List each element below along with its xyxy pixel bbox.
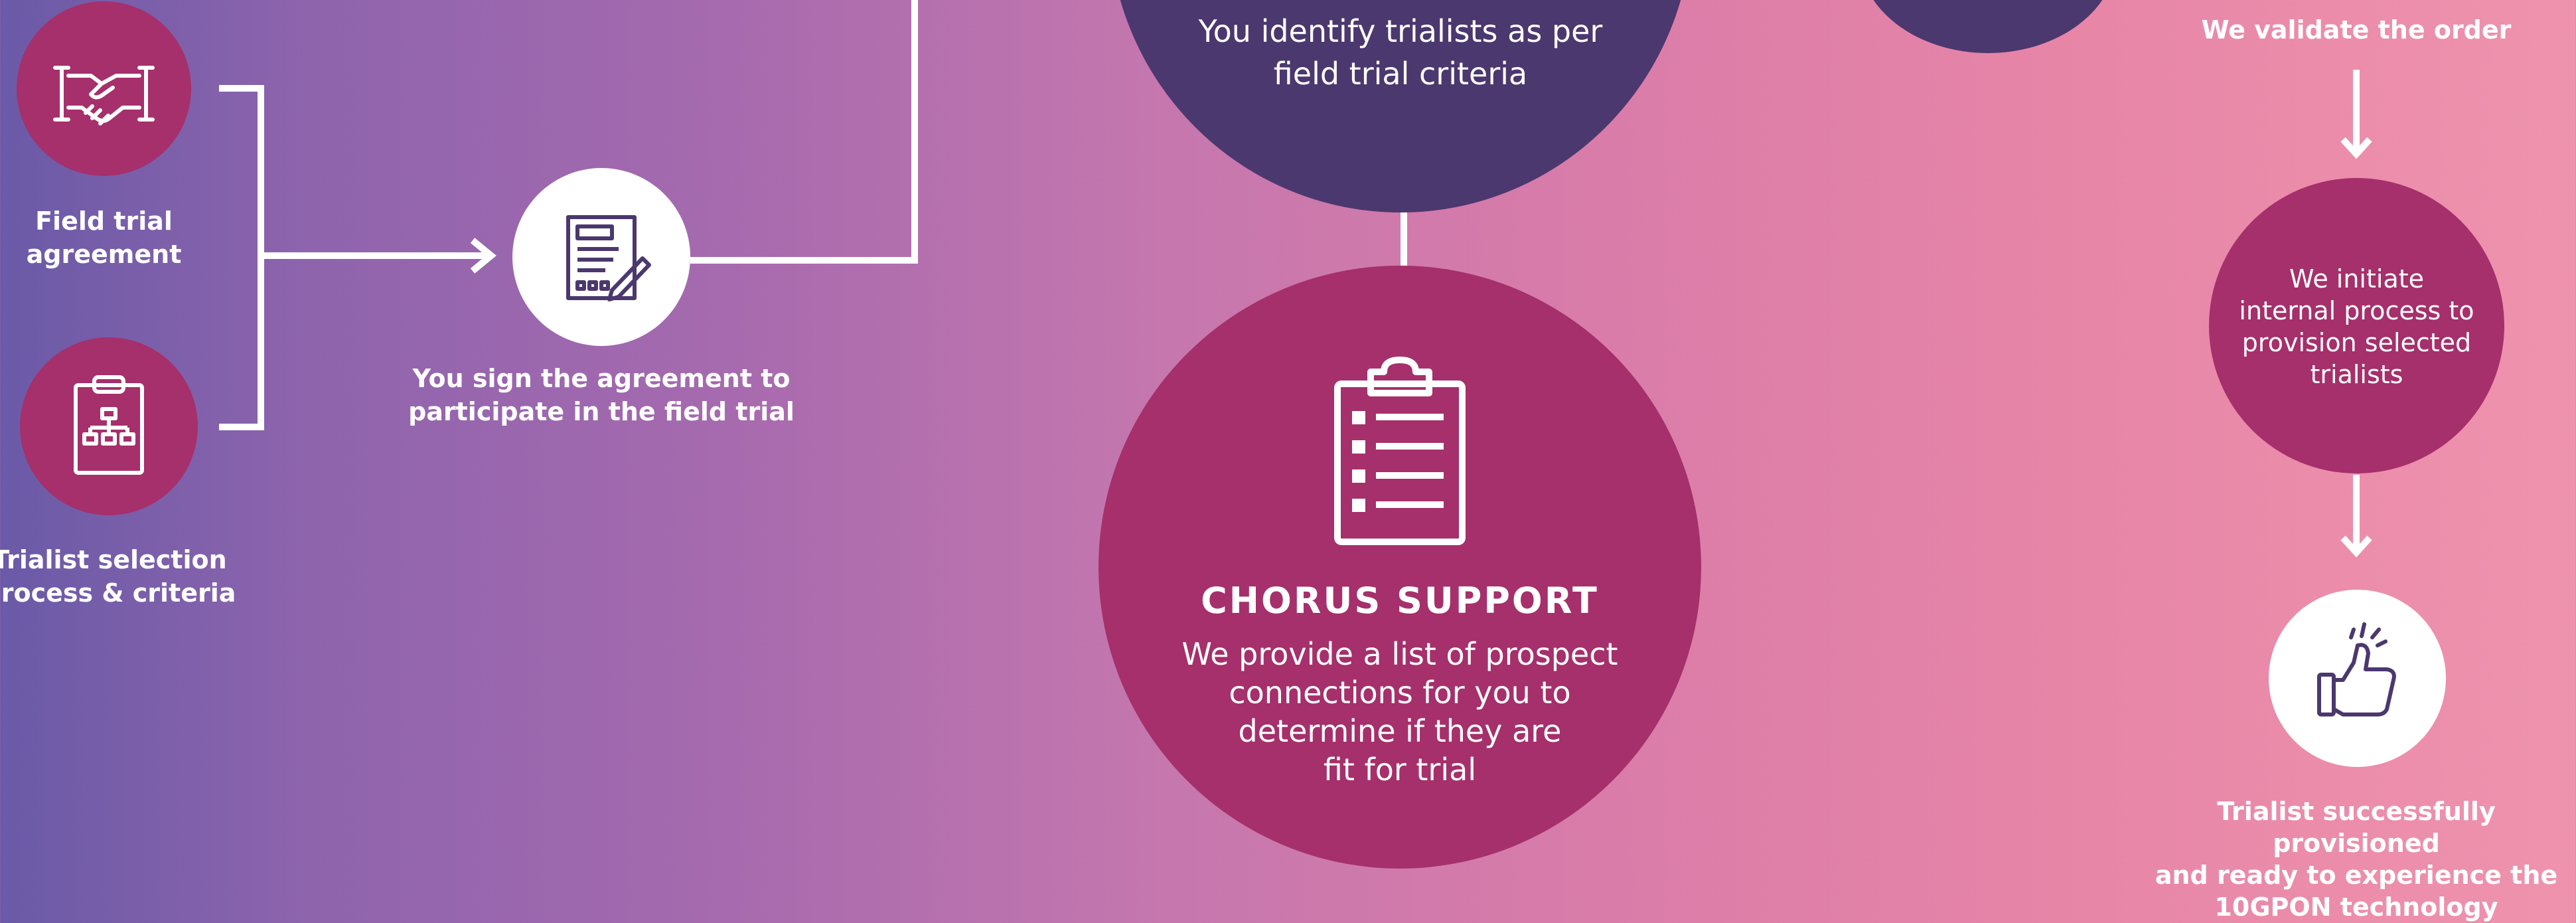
identify-trialists-text: You identify trialists as per field tria… — [1198, 13, 1603, 92]
initiate-process-circle: We initiate internal process to provisio… — [2209, 178, 2504, 473]
initiate-process-text: We initiate internal process to provisio… — [2239, 264, 2474, 389]
org-chart-clipboard-icon — [74, 375, 144, 475]
bracket-connector — [219, 85, 264, 430]
handshake-icon — [53, 66, 155, 126]
sign-agreement-circle — [512, 168, 690, 346]
sign-agreement-label: You sign the agreement to participate in… — [408, 364, 795, 426]
trialist-selection-circle — [20, 337, 198, 515]
field-trial-circle — [17, 1, 191, 176]
thumbs-up-icon — [2317, 622, 2396, 716]
line-from-sign — [690, 0, 918, 264]
chorus-support-text: We provide a list of prospect connection… — [1181, 636, 1618, 788]
checklist-clipboard-icon — [1334, 357, 1466, 545]
chorus-support-title: CHORUS SUPPORT — [1201, 580, 1599, 622]
field-trial-label: Field trial agreement — [26, 207, 182, 269]
document-sign-icon — [566, 215, 651, 301]
provisioned-circle — [2269, 590, 2446, 767]
validate-order-label: We validate the order — [2201, 15, 2512, 44]
provisioned-label: Trialist successfully provisioned and re… — [2155, 797, 2558, 922]
chorus-support-circle: CHORUS SUPPORT We provide a list of pros… — [1099, 266, 1701, 869]
trialist-selection-label: Trialist selection process & criteria — [0, 545, 236, 608]
